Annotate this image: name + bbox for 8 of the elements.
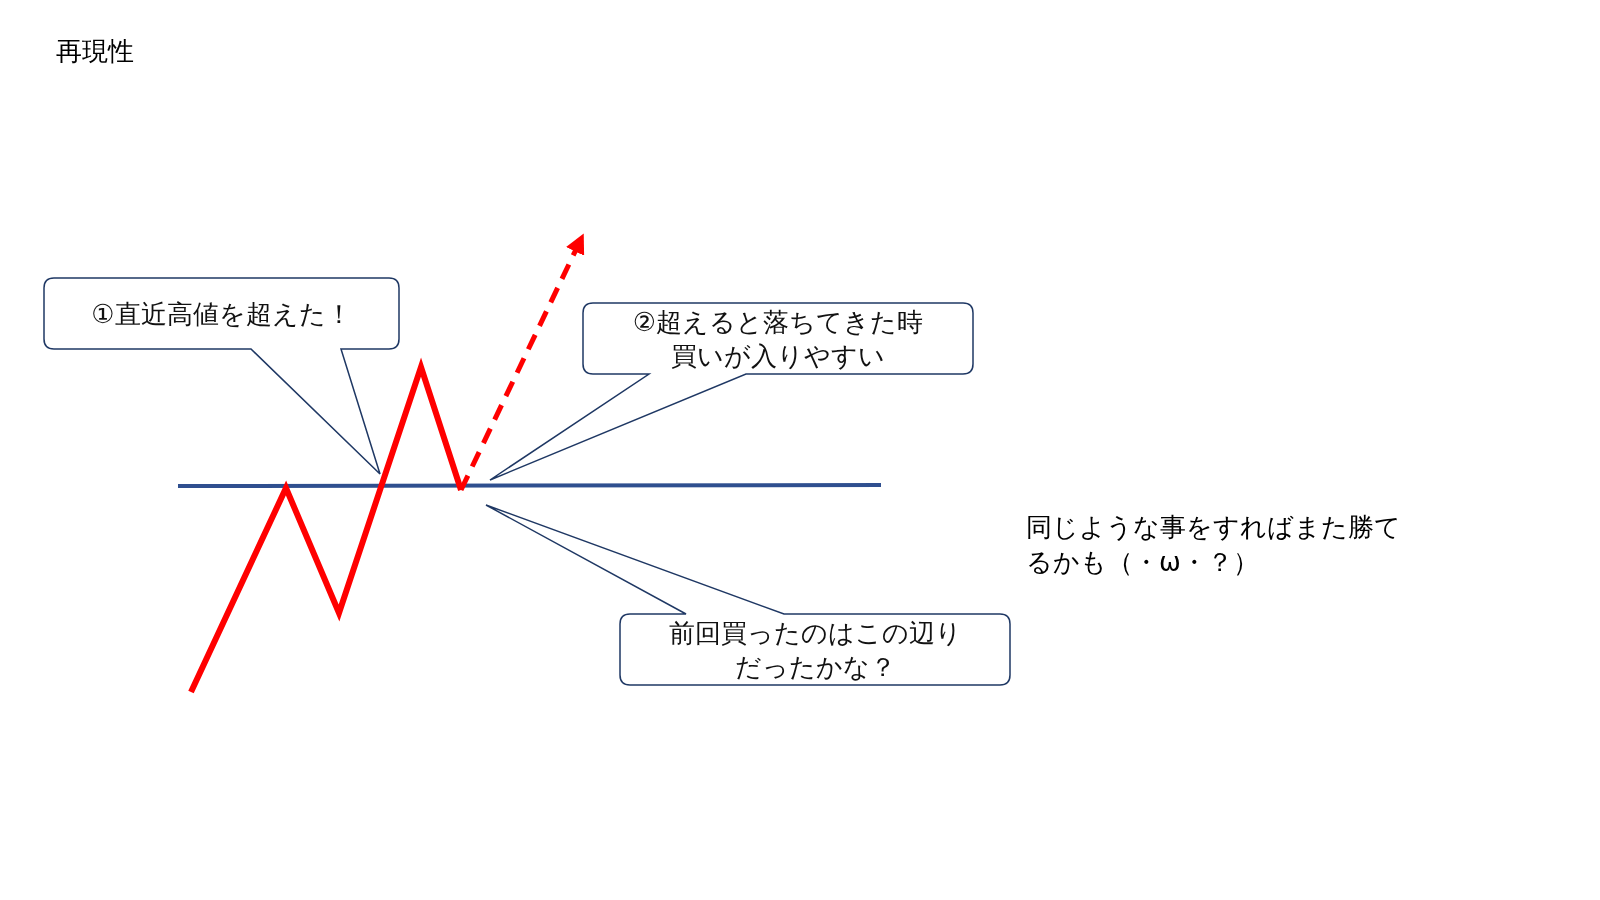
speech-bubble [486, 505, 1010, 685]
speech-bubble [44, 278, 399, 474]
callout-text: ②超えると落ちてきた時買いが入りやすい [631, 305, 925, 373]
note-text: 同じような事をすればまた勝てるかも（・ω・？） [1026, 511, 1402, 579]
callout-text: ①直近高値を超えた！ [90, 297, 353, 331]
title: 再現性 [56, 35, 134, 68]
callout-text: 前回買ったのはこの辺りだったかな？ [667, 616, 963, 684]
speech-bubble [490, 303, 973, 480]
